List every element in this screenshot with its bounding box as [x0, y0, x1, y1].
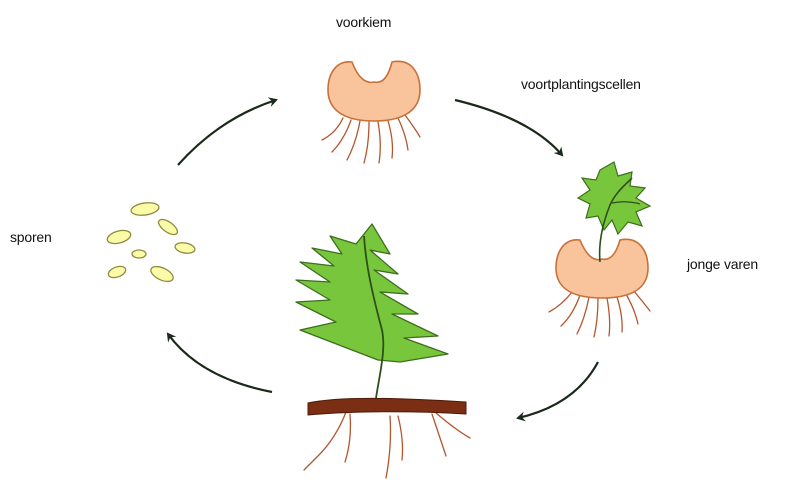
- prothallus-body: [328, 61, 420, 121]
- fern-roots: [304, 412, 470, 478]
- spores-illustration: [106, 201, 196, 284]
- prothallus-illustration: [322, 61, 420, 163]
- arrow-spores-to-prothallus: [178, 100, 276, 165]
- arrow-fern-to-spores: [168, 334, 272, 392]
- spore: [106, 228, 132, 246]
- label-spores: sporen: [10, 229, 52, 245]
- prothallus-roots: [322, 115, 420, 163]
- label-prothallus: voorkiem: [336, 14, 391, 30]
- adult-fern-illustration: [296, 224, 470, 478]
- spore: [174, 241, 195, 254]
- spore: [132, 250, 146, 258]
- label-gametes: voortplantingscellen: [521, 76, 641, 92]
- fern-frond: [296, 224, 448, 362]
- young-fern-prothallus-body: [556, 239, 648, 298]
- fern-rhizome: [308, 398, 466, 415]
- arrow-prothallus-to-young-fern: [455, 100, 562, 155]
- spore: [156, 217, 180, 238]
- young-fern-illustration: [549, 162, 650, 337]
- spore: [107, 264, 127, 280]
- arrow-young-fern-to-fern: [518, 362, 598, 418]
- spore: [130, 201, 159, 217]
- label-young-fern: jonge varen: [687, 256, 758, 272]
- spore: [149, 263, 176, 284]
